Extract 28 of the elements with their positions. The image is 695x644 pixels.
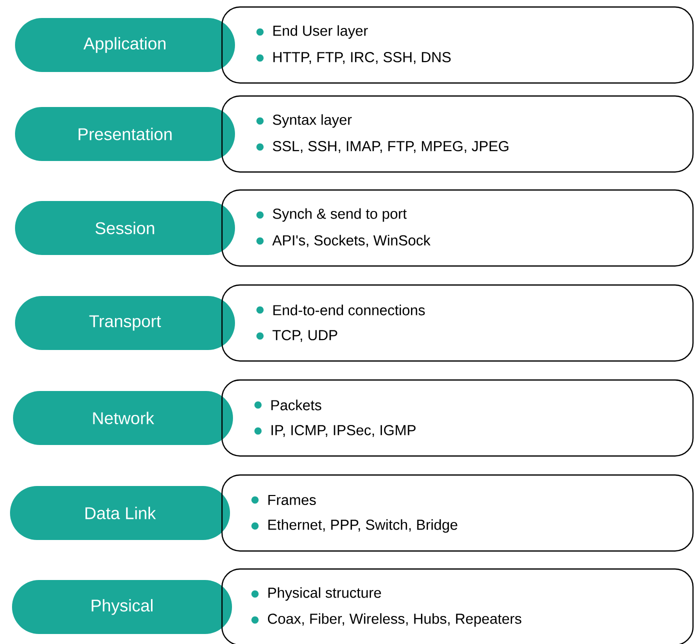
bullet-item: Packets [271, 400, 322, 410]
layer-pill: Presentation [15, 107, 235, 161]
layer-pill: Network [13, 391, 233, 445]
layer-box [221, 95, 694, 173]
bullet-item: Frames [268, 494, 316, 506]
bullet-item: IP, ICMP, IPSec, IGMP [272, 425, 416, 437]
layer-pill: Session [15, 201, 235, 255]
bullet-item: Ethernet, PPP, Switch, Bridge [268, 519, 458, 533]
layer-pill: Transport [15, 296, 235, 350]
layer-pill: Data Link [10, 486, 230, 540]
layer-pill: Physical [12, 580, 232, 634]
bullet-item: Synch & send to port [272, 208, 407, 222]
layer-pill: Application [15, 18, 235, 72]
layer-box [221, 474, 694, 552]
layer-box [221, 6, 694, 84]
layer-box [221, 379, 694, 457]
bullet-item: Coax, Fiber, Wireless, Hubs, Repeaters [268, 613, 522, 627]
bullet-item: End User layer [273, 25, 368, 39]
layer-box [221, 189, 694, 267]
bullet-item: TCP, UDP [272, 330, 338, 342]
layer-box [221, 284, 694, 362]
bullet-item: Physical structure [268, 587, 381, 601]
layer-box [221, 568, 694, 644]
bullet-item: HTTP, FTP, IRC, SSH, DNS [273, 52, 451, 64]
bullet-item: Syntax layer [272, 114, 352, 128]
bullet-item: API's, Sockets, WinSock [272, 234, 430, 248]
bullet-item: SSL, SSH, IMAP, FTP, MPEG, JPEG [272, 141, 508, 153]
bullet-item: End-to-end connections [273, 304, 425, 316]
